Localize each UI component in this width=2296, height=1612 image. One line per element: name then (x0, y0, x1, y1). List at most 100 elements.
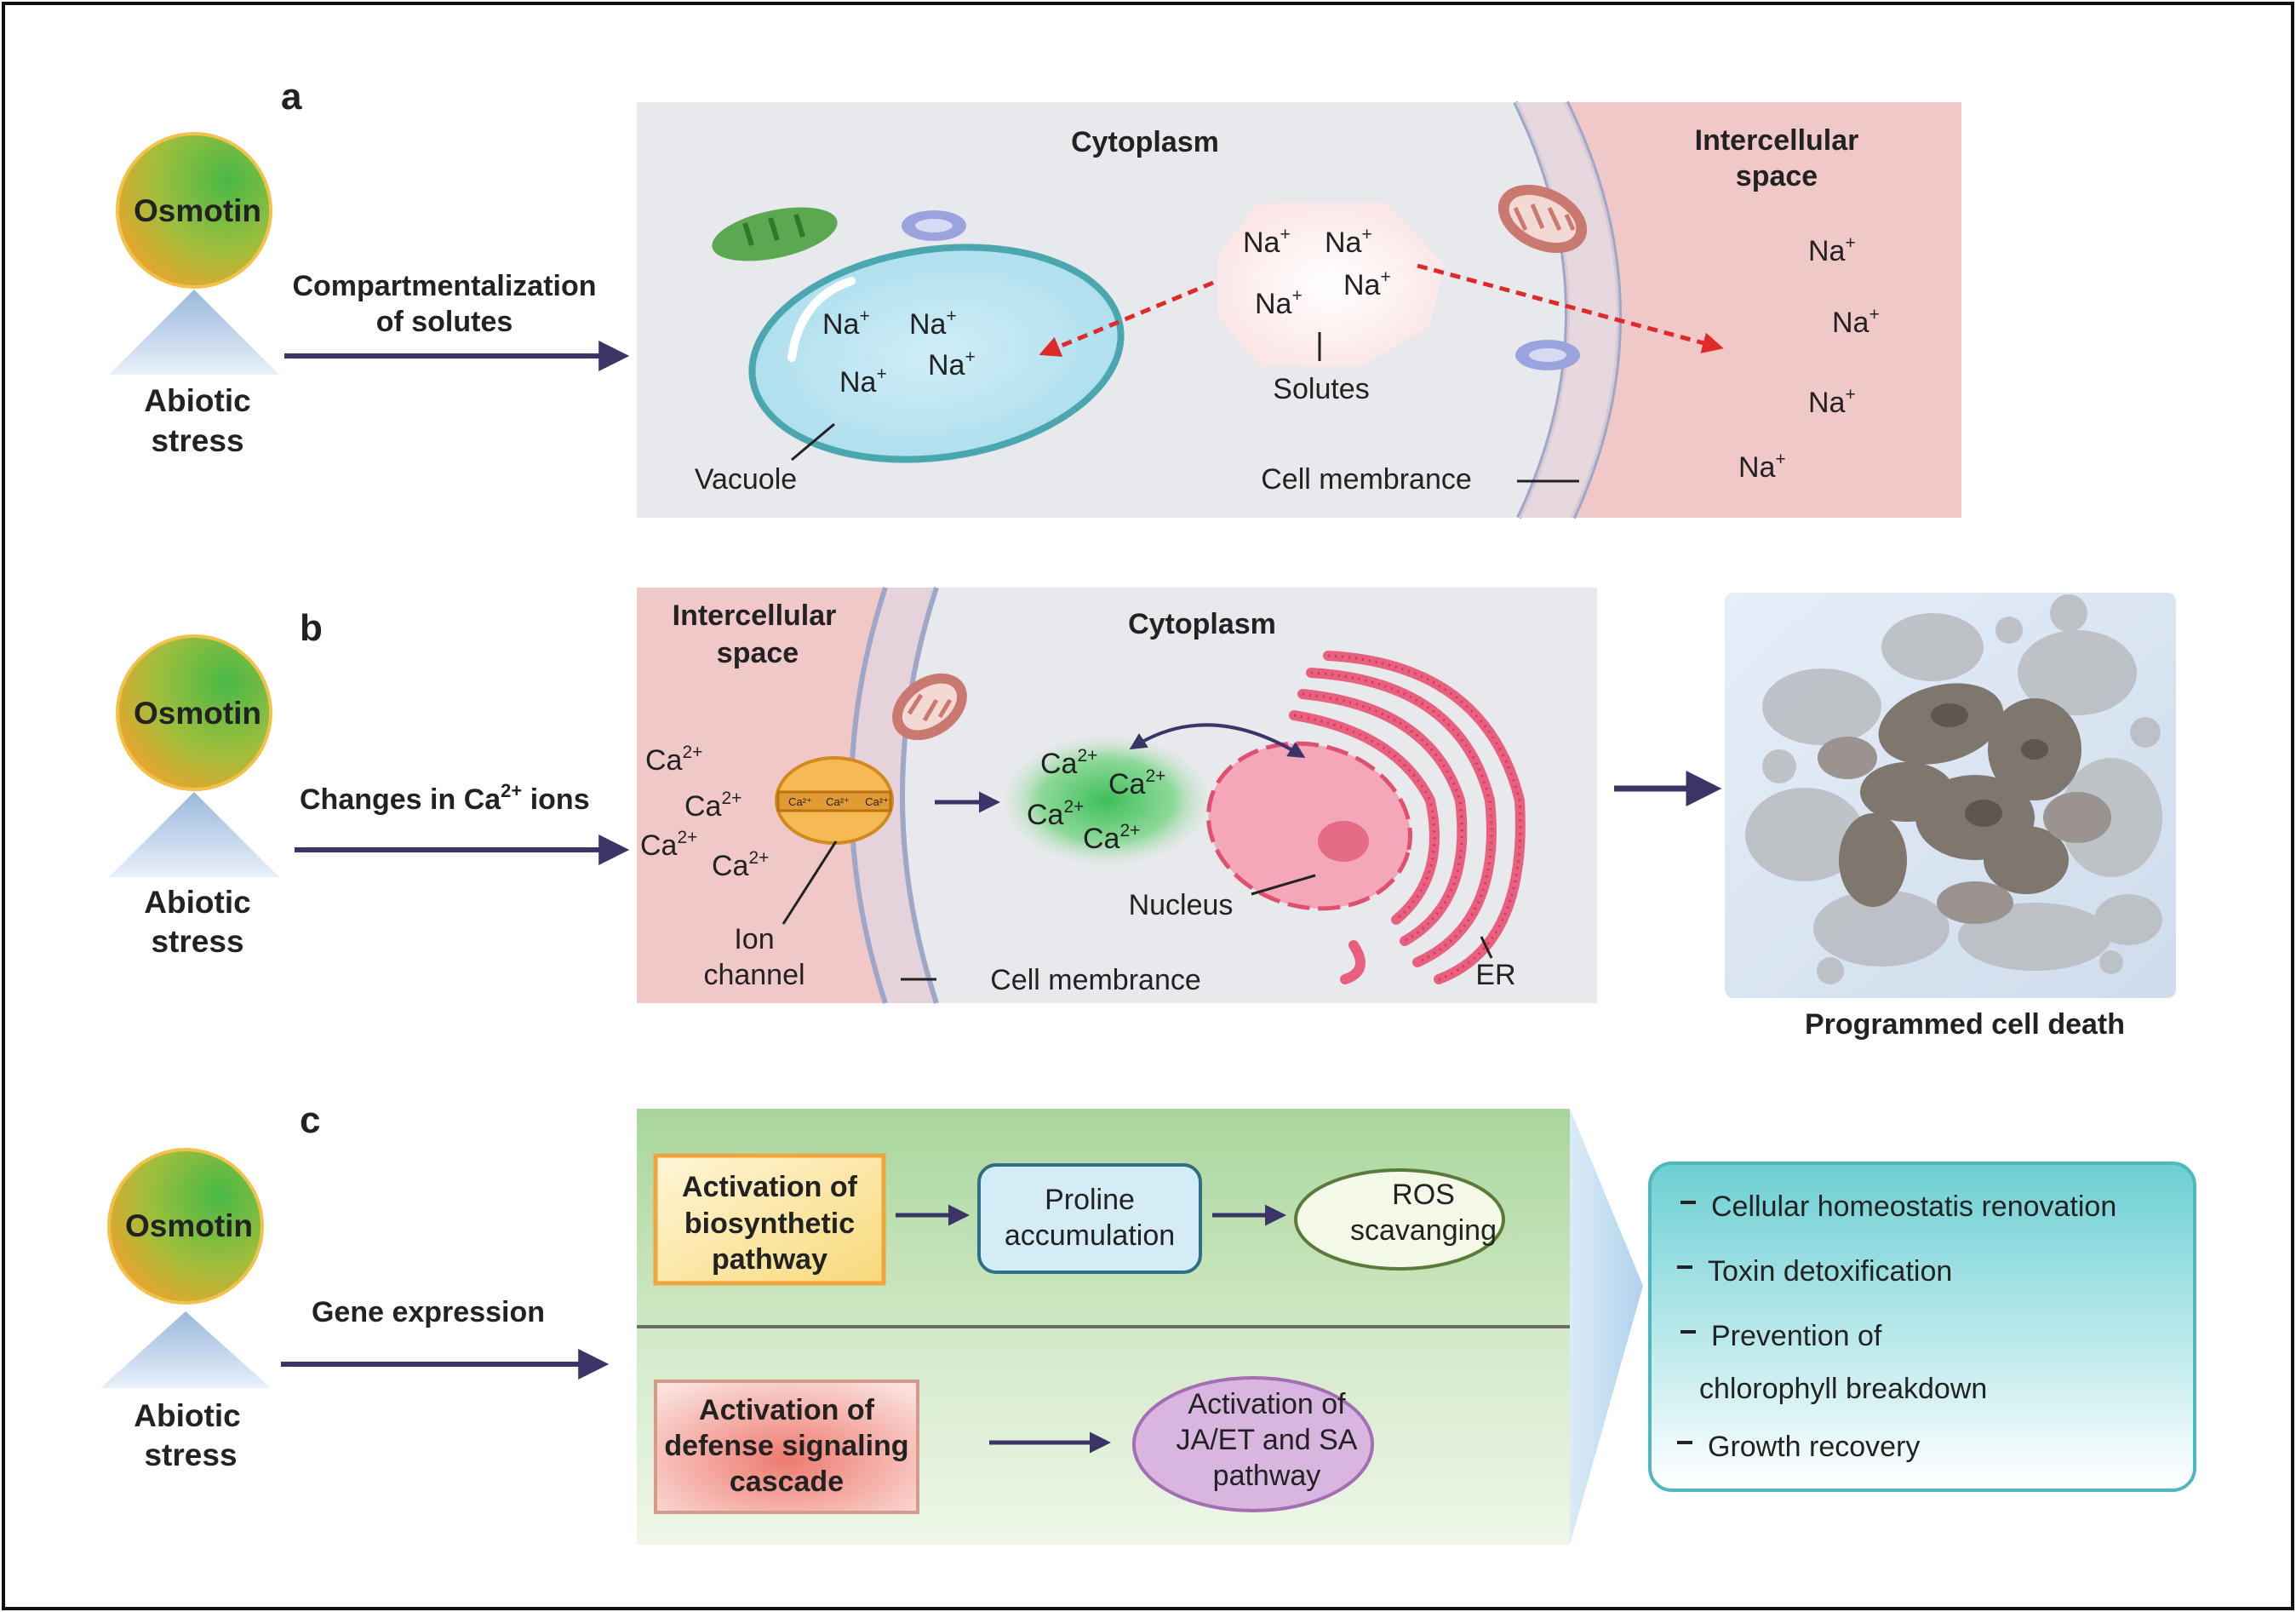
stress-triangle (100, 1311, 271, 1388)
defense-line-3: cascade (730, 1466, 844, 1498)
ion-channel-ca-1: Ca²⁺ (788, 795, 812, 808)
programmed-cell-death-image (1725, 593, 2176, 998)
stress-label-1: Abiotic (144, 383, 250, 418)
ja-et-sa-ellipse (1132, 1376, 1374, 1512)
membrane-band-a (1515, 102, 1620, 518)
arrow-label-a-1: Compartmentalization (292, 270, 596, 302)
nucleolus (1318, 821, 1369, 862)
panel-a: a Osmotin Abiotic stress Compartmentaliz… (109, 76, 1961, 519)
osmotin-stress-group-a: Osmotin Abiotic stress (109, 132, 279, 458)
ion-channel-label-2: channel (703, 959, 804, 991)
proline-line-2: accumulation (1005, 1219, 1175, 1252)
sodium-ion-label: Na+ (1738, 450, 1786, 484)
membrane-band-b (851, 588, 936, 1003)
vacuole-pointer (791, 422, 835, 462)
sodium-ion-label: Na+ (1343, 267, 1391, 301)
intercellular-label-b-2: space (717, 637, 799, 669)
sodium-ions: Na+Na+Na+Na+Na+Na+Na+Na+Na+Na+Na+Na+ (822, 225, 1880, 484)
er-pointer (1480, 936, 1493, 959)
outcome-item: Toxin detoxification (1708, 1255, 1952, 1288)
calcium-cloud (1005, 737, 1209, 864)
defense-signaling-box (654, 1380, 919, 1514)
nucleus-pointer (1251, 874, 1316, 896)
stress-triangle (109, 290, 279, 375)
vacuole-label: Vacuole (695, 463, 797, 496)
sodium-ion-label: Na+ (1832, 305, 1880, 339)
panel-b-letter: b (300, 607, 323, 649)
nucleus-shape (1206, 741, 1412, 911)
calcium-ion-label: Ca2+ (684, 789, 741, 823)
dashed-arrow-to-vacuole (1039, 280, 1214, 357)
osmotin-label: Osmotin (125, 1208, 253, 1243)
calcium-ions: Ca2+Ca2+Ca2+Ca2+Ca2+Ca2+Ca2+Ca2+ (640, 743, 1165, 882)
outcome-item: Prevention of (1711, 1320, 1882, 1352)
arrow-label-c: Gene expression (312, 1296, 545, 1328)
osmotin-circle (116, 634, 272, 791)
ion-channel: Ca²⁺ Ca²⁺ Ca²⁺ (775, 756, 894, 845)
mitochondrion-icon-a-inner (1509, 194, 1577, 244)
solutes-label: Solutes (1273, 373, 1369, 405)
er-ribosomes (1293, 654, 1522, 981)
cytoplasm-label-b: Cytoplasm (1128, 608, 1276, 640)
biosynthetic-pathway-box (653, 1153, 886, 1286)
stress-label-2: stress (144, 1437, 237, 1472)
cell-death-spots (1931, 703, 2048, 827)
chloroplast-icon-detail (742, 214, 805, 246)
defense-line-2: defense signaling (664, 1430, 908, 1462)
calcium-ion-label: Ca2+ (1108, 766, 1165, 800)
biosynthetic-line-3: pathway (712, 1243, 827, 1276)
intercellular-label-b-1: Intercellular (673, 599, 837, 632)
mitochondrion-icon-b-inner (902, 683, 958, 731)
cytoplasm-label-a: Cytoplasm (1071, 126, 1219, 158)
calcium-nucleus-arrow (1129, 723, 1306, 759)
sodium-ion-label: Na+ (1255, 286, 1303, 320)
calcium-ion-label: Ca2+ (1027, 797, 1084, 831)
vesicle-icon-1-inner (915, 219, 953, 232)
callout-wedge (1570, 1109, 1643, 1545)
sodium-ion-label: Na+ (822, 307, 870, 341)
mitochondrion-icon-a-cristae (1513, 204, 1576, 232)
outcome-item: Growth recovery (1708, 1431, 1920, 1463)
intercellular-label-a-1: Intercellular (1695, 124, 1859, 157)
sodium-ion-label: Na+ (1808, 233, 1856, 267)
solutes-shape (1217, 203, 1444, 366)
sodium-ion-label: Na+ (928, 347, 976, 381)
stress-label-2: stress (151, 924, 243, 959)
cell-death-fragments-light (1745, 594, 2162, 984)
defense-line-1: Activation of (699, 1394, 875, 1426)
osmotin-circle (116, 132, 272, 289)
sodium-ion-label: Na+ (1325, 225, 1372, 259)
osmotin-circle (107, 1148, 264, 1305)
cell-death-fragments-mid (1818, 737, 2111, 924)
panel-c: c Osmotin Abiotic stress Gene expression… (100, 1099, 2196, 1545)
ion-channel-pointer (782, 840, 838, 925)
ja-line-2: JA/ET and SA (1177, 1424, 1358, 1456)
calcium-ion-label: Ca2+ (1083, 821, 1140, 855)
panel-a-letter: a (281, 76, 302, 118)
sodium-ion-label: Na+ (1243, 225, 1291, 259)
sodium-ion-label: Na+ (839, 364, 887, 399)
osmotin-stress-group-c: Osmotin Abiotic stress (100, 1148, 271, 1472)
panel-b: b Osmotin Abiotic stress Changes in Ca2+… (109, 587, 2176, 1041)
sodium-ion-label: Na+ (1808, 385, 1856, 419)
programmed-cell-death-label: Programmed cell death (1805, 1008, 2125, 1041)
biosynthetic-line-1: Activation of (682, 1171, 858, 1203)
ja-line-3: pathway (1213, 1460, 1321, 1492)
stress-label-2: stress (151, 423, 243, 458)
intercellular-label-a-2: space (1736, 160, 1818, 192)
osmotin-label: Osmotin (134, 696, 261, 731)
ros-scavenging-ellipse (1294, 1168, 1505, 1271)
nucleus-label: Nucleus (1129, 889, 1234, 921)
ja-line-1: Activation of (1188, 1388, 1346, 1420)
arrow-label-b: Changes in Ca2+ ions (300, 780, 590, 816)
stress-triangle (109, 792, 279, 877)
panel-c-letter: c (300, 1099, 320, 1141)
cell-membrane-label-a: Cell membrance (1261, 463, 1472, 496)
proline-accumulation-box (977, 1163, 1202, 1274)
osmotin-stress-group-b: Osmotin Abiotic stress (109, 634, 279, 959)
intercellular-area-b (637, 588, 885, 1003)
dashed-arrow-to-intercellular (1417, 263, 1724, 353)
biosynthetic-line-2: biosynthetic (684, 1208, 855, 1240)
